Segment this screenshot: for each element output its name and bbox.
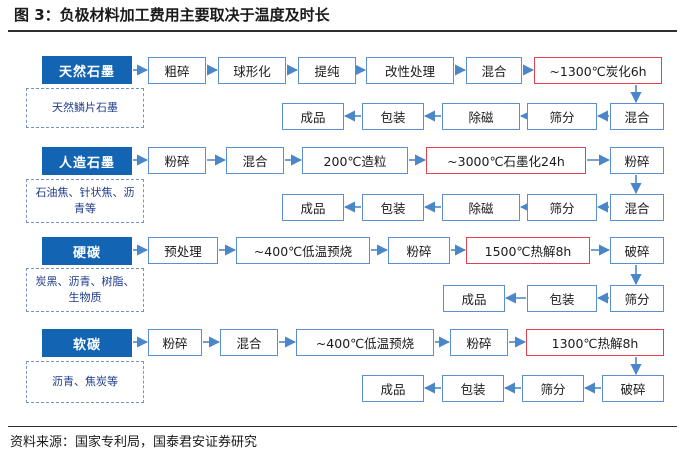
category-hard-carbon: 硬碳	[42, 237, 132, 265]
top-divider	[8, 30, 677, 32]
step-mix: 混合	[220, 329, 278, 356]
step-demagnetize: 除磁	[442, 103, 520, 130]
step-purify: 提纯	[298, 57, 356, 84]
step-crush: 破碎	[610, 237, 664, 264]
step-coarse-crush: 粗碎	[148, 57, 206, 84]
category-natural-graphite: 天然石墨	[42, 56, 132, 84]
figure-title: 图 3：负极材料加工费用主要取决于温度及时长	[14, 6, 330, 24]
step-product: 成品	[443, 285, 505, 312]
step-graphitize: ~3000℃石墨化24h	[426, 147, 586, 174]
step-pyrolysis: 1300℃热解8h	[526, 329, 664, 356]
step-crush: 破碎	[602, 375, 664, 402]
step-low-temp-prefire: ~400℃低温预烧	[296, 329, 434, 356]
step-pretreat: 预处理	[148, 237, 218, 264]
step-demagnetize: 除磁	[442, 194, 520, 221]
category-artificial-graphite: 人造石墨	[42, 147, 132, 175]
step-package: 包装	[362, 194, 424, 221]
step-package: 包装	[442, 375, 504, 402]
step-product: 成品	[282, 194, 344, 221]
raw-material-hard-carbon: 炭黑、沥青、树脂、生物质	[26, 268, 144, 312]
category-soft-carbon: 软碳	[42, 329, 132, 357]
step-pulverize: 粉碎	[610, 147, 664, 174]
step-mix: 混合	[610, 194, 664, 221]
step-mix: 混合	[466, 57, 522, 84]
step-package: 包装	[527, 285, 597, 312]
step-low-temp-prefire: ~400℃低温预烧	[236, 237, 370, 264]
raw-material-artificial-graphite: 石油焦、针状焦、沥青等	[26, 179, 144, 223]
step-pyrolysis: 1500℃热解8h	[466, 237, 590, 264]
step-product: 成品	[282, 103, 344, 130]
step-product: 成品	[362, 375, 424, 402]
step-pulverize: 粉碎	[148, 329, 202, 356]
step-mix: 混合	[610, 103, 664, 130]
step-spheroidize: 球形化	[218, 57, 286, 84]
bottom-divider	[8, 426, 677, 427]
step-granulate: 200℃造粒	[302, 147, 408, 174]
step-sieve: 筛分	[527, 194, 597, 221]
source-note: 资料来源：国家专利局，国泰君安证券研究	[10, 435, 258, 450]
step-carbonize: ~1300℃炭化6h	[534, 57, 662, 84]
step-mix: 混合	[226, 147, 284, 174]
step-sieve: 筛分	[527, 103, 597, 130]
raw-material-natural-graphite: 天然鳞片石墨	[26, 88, 144, 128]
step-pulverize: 粉碎	[450, 329, 508, 356]
step-sieve: 筛分	[610, 285, 664, 312]
step-pulverize: 粉碎	[388, 237, 450, 264]
raw-material-soft-carbon: 沥青、焦炭等	[26, 361, 144, 403]
step-sieve: 筛分	[522, 375, 584, 402]
step-modify: 改性处理	[366, 57, 454, 84]
step-package: 包装	[362, 103, 424, 130]
step-pulverize: 粉碎	[148, 147, 206, 174]
